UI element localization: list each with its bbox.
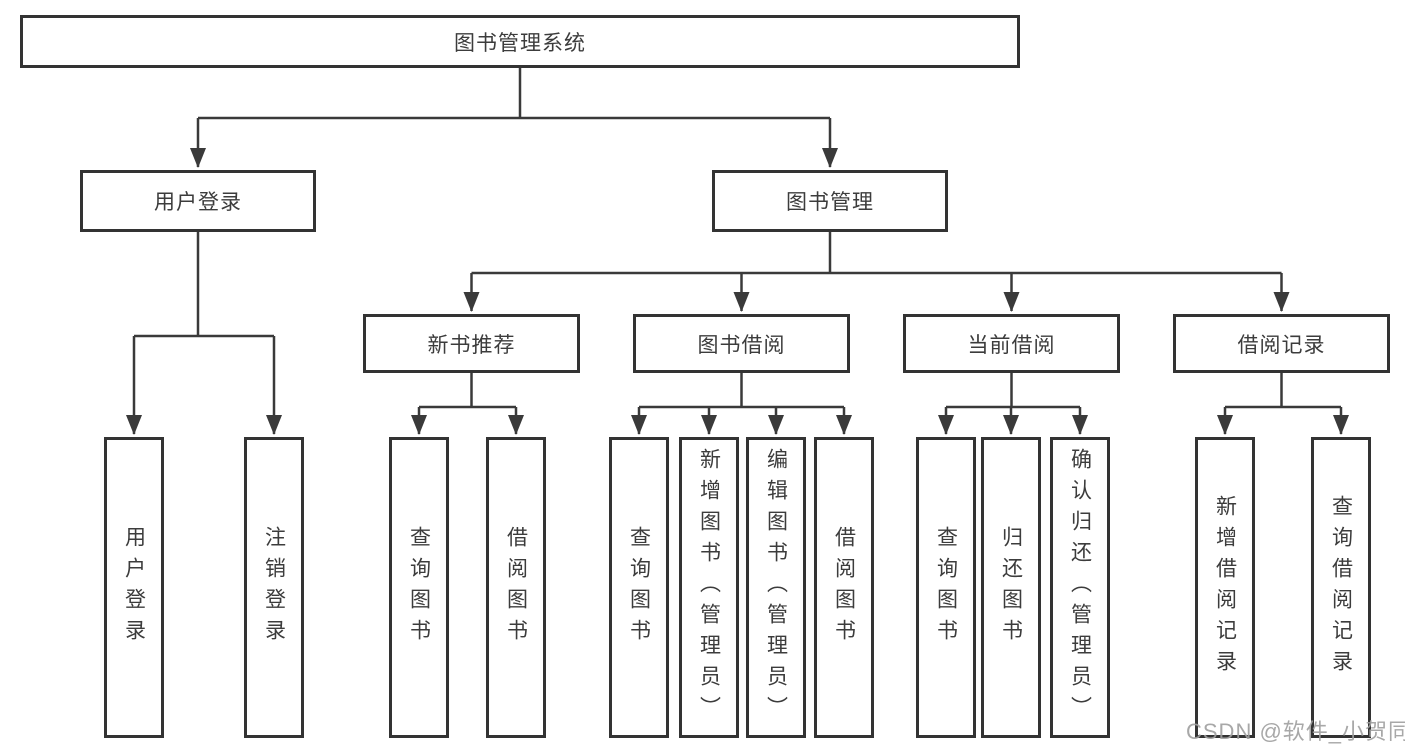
node-label: 查询图书 bbox=[934, 525, 958, 650]
node-leaf-borrow-query-books: 查询图书 bbox=[609, 437, 669, 738]
node-label: 新书推荐 bbox=[427, 333, 516, 357]
node-new-book-recommend: 新书推荐 bbox=[363, 314, 580, 373]
node-label: 确认归还（管理员） bbox=[1068, 448, 1092, 727]
node-leaf-user-login: 用户登录 bbox=[104, 437, 164, 738]
node-current-borrow: 当前借阅 bbox=[903, 314, 1120, 373]
node-user-login: 用户登录 bbox=[80, 170, 316, 232]
node-label: 用户登录 bbox=[154, 191, 242, 214]
node-leaf-logout: 注销登录 bbox=[244, 437, 304, 738]
node-label: 注销登录 bbox=[262, 525, 286, 650]
node-label: 查询图书 bbox=[627, 525, 651, 650]
node-label: 图书借阅 bbox=[697, 333, 786, 357]
tree-branch-lines bbox=[134, 68, 1341, 409]
node-leaf-records-query-record: 查询借阅记录 bbox=[1311, 437, 1371, 738]
node-label: 当前借阅 bbox=[967, 333, 1056, 357]
node-borrow-records: 借阅记录 bbox=[1173, 314, 1390, 373]
node-label: 图书管理 bbox=[786, 191, 874, 214]
node-label: 借阅图书 bbox=[504, 525, 528, 650]
node-leaf-recommend-borrow-books: 借阅图书 bbox=[486, 437, 546, 738]
node-leaf-recommend-query-books: 查询图书 bbox=[389, 437, 449, 738]
node-book-management: 图书管理 bbox=[712, 170, 948, 232]
node-leaf-current-confirm-return-admin: 确认归还（管理员） bbox=[1050, 437, 1110, 738]
node-label: 图书管理系统 bbox=[454, 31, 586, 55]
node-book-borrow: 图书借阅 bbox=[633, 314, 850, 373]
node-leaf-records-add-record: 新增借阅记录 bbox=[1195, 437, 1255, 738]
node-label: 编辑图书（管理员） bbox=[764, 448, 788, 727]
node-label: 归还图书 bbox=[999, 525, 1023, 650]
node-leaf-borrow-edit-books-admin: 编辑图书（管理员） bbox=[746, 437, 806, 738]
node-leaf-borrow-borrow-books: 借阅图书 bbox=[814, 437, 874, 738]
node-label: 借阅记录 bbox=[1237, 333, 1326, 357]
node-label: 新增借阅记录 bbox=[1213, 494, 1237, 681]
node-label: 借阅图书 bbox=[832, 525, 856, 650]
node-leaf-current-query-books: 查询图书 bbox=[916, 437, 976, 738]
node-library-management-system: 图书管理系统 bbox=[20, 15, 1020, 68]
csdn-watermark: CSDN @软件_小贺同学 bbox=[1186, 719, 1405, 744]
node-label: 查询借阅记录 bbox=[1329, 494, 1353, 681]
node-label: 查询图书 bbox=[407, 525, 431, 650]
node-leaf-current-return-books: 归还图书 bbox=[981, 437, 1041, 738]
node-label: 新增图书（管理员） bbox=[697, 448, 721, 727]
node-label: 用户登录 bbox=[122, 525, 146, 650]
node-leaf-borrow-add-books-admin: 新增图书（管理员） bbox=[679, 437, 739, 738]
